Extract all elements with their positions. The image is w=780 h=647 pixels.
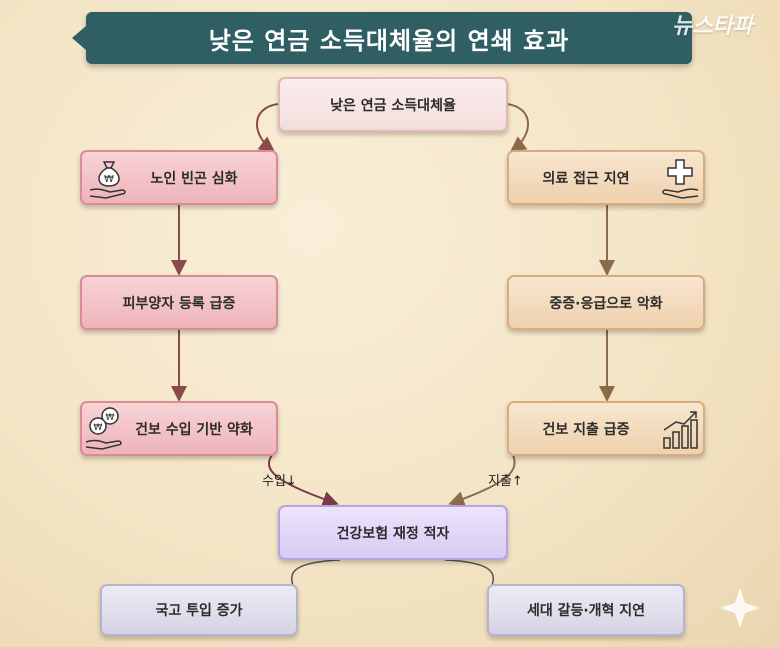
medical-cross-hand-icon: [662, 159, 699, 199]
coins-hand-icon: ₩ ₩: [85, 407, 122, 450]
line-center-bottom-right: [444, 559, 495, 586]
node-center-label: 건강보험 재정 적자: [336, 525, 450, 542]
arrow-root-right1: [506, 103, 529, 153]
edge-label-income: 수입↓: [262, 474, 297, 489]
node-right3-label: 건보 지출 급증: [542, 421, 630, 438]
node-root: 낮은 연금 소득대체율: [278, 77, 508, 132]
node-left1-label: 노인 빈곤 심화: [150, 170, 238, 187]
node-bottom-left: 국고 투입 증가: [100, 584, 298, 636]
node-left2: 피부양자 등록 급증: [80, 275, 278, 330]
node-root-label: 낮은 연금 소득대체율: [330, 97, 456, 114]
svg-text:₩: ₩: [106, 413, 115, 423]
node-bottom-right-label: 세대 갈등·개혁 지연: [526, 603, 646, 619]
node-right1-label: 의료 접근 지연: [542, 170, 630, 187]
line-center-bottom-left: [290, 559, 341, 586]
node-bottom-left-label: 국고 투입 증가: [155, 603, 243, 619]
title-banner: 낮은 연금 소득대체율의 연쇄 효과: [72, 12, 692, 64]
svg-text:₩: ₩: [104, 174, 114, 185]
node-left3-label: 건보 수입 기반 약화: [135, 421, 253, 438]
node-center: 건강보험 재정 적자: [278, 505, 508, 560]
arrow-left3-center: [267, 454, 339, 507]
node-left2-label: 피부양자 등록 급증: [122, 295, 236, 312]
brand-logo: 뉴스타파: [672, 14, 753, 39]
node-right3: 건보 지출 급증: [507, 401, 705, 456]
arrow-right3-center: [448, 454, 516, 507]
sparkle-icon: [720, 588, 760, 628]
node-bottom-right: 세대 갈등·개혁 지연: [487, 584, 685, 636]
money-bag-hand-icon: ₩: [89, 161, 126, 199]
svg-text:₩: ₩: [94, 423, 103, 433]
node-right2-label: 중증·응급으로 악화: [549, 295, 663, 312]
arrow-root-left1: [256, 103, 279, 153]
edge-label-expense: 지출↑: [488, 474, 523, 489]
page-title: 낮은 연금 소득대체율의 연쇄 효과: [208, 26, 570, 55]
node-right2: 중증·응급으로 악화: [507, 275, 705, 330]
rising-bar-chart-icon: [663, 411, 698, 449]
